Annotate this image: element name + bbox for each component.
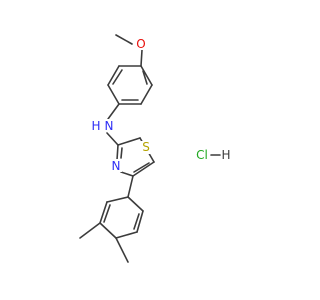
methoxyphenyl-ring [107,65,153,105]
bond-methyl-3 [79,222,101,239]
methoxy-o-label: O [136,37,145,51]
atom-nh: N H [91,119,116,133]
bond-methyl-o [115,34,133,45]
atom-o-methoxy: O [135,37,147,51]
bond-o-ring [140,49,143,67]
bond-thiazole-aryl [127,175,134,198]
thiazole-ring [116,137,155,177]
hydrochloride-salt: Cl H [196,148,230,162]
atom-n-thiazole: N [111,159,122,173]
dimethylphenyl-ring [99,196,144,239]
amine-n-label: N [105,119,114,133]
bond-nh-thiazole [106,132,119,146]
salt-cl-label: Cl [196,148,208,162]
thiazole-s-label: S [142,140,150,154]
bond-ring-nh [107,103,120,120]
structure-canvas: O N H S N Cl H [79,34,231,263]
chemical-structure: O N H S N Cl H [79,34,231,263]
amine-h-label: H [91,119,100,133]
atom-s-thiazole: S [140,140,151,154]
salt-h-label: H [221,148,230,162]
bond-methyl-4 [115,237,129,263]
thiazole-n-label: N [112,159,121,173]
